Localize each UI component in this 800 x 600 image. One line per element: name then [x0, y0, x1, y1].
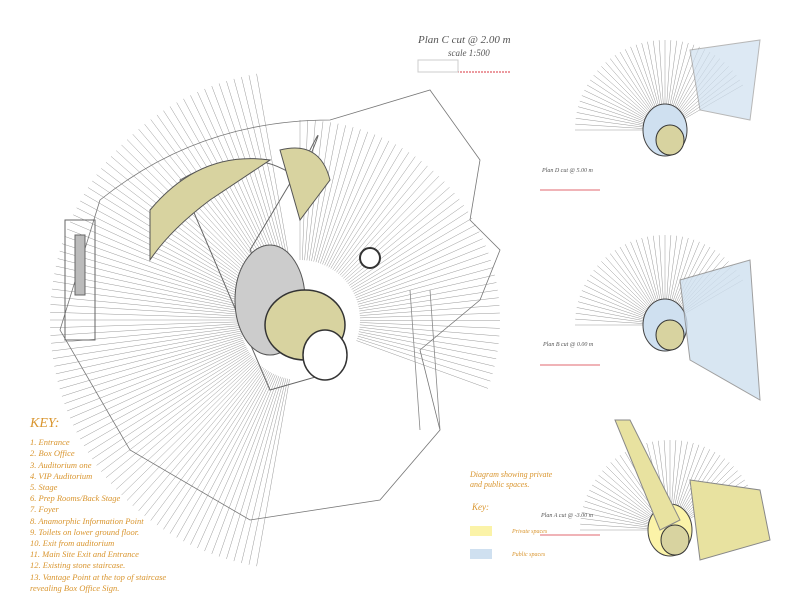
legend-private: Private spaces: [470, 526, 552, 537]
auditorium-shell: [149, 158, 272, 262]
plan-a-inner-pod: [660, 524, 690, 556]
key-item: 11. Main Site Exit and Entrance: [30, 549, 139, 560]
plan-a-private-arm: [614, 419, 681, 531]
main-plan-title: Plan C cut @ 2.00 m: [418, 34, 511, 46]
key-item: 3. Auditorium one: [30, 459, 92, 470]
main-plan-scale: scale 1:500: [448, 48, 490, 58]
space-diagram-legend: Diagram showing private and public space…: [470, 470, 552, 560]
legend-title-line2: and public spaces.: [470, 480, 530, 489]
key-item: 5. Stage: [30, 482, 58, 493]
key-item: 7. Foyer: [30, 504, 59, 515]
key-item: 2. Box Office: [30, 448, 75, 459]
key-item: 13. Vantage Point at the top of staircas…: [30, 571, 167, 582]
staircase: [64, 219, 96, 341]
plan-b-public-area: [679, 259, 761, 401]
private-label: Private spaces: [512, 529, 548, 535]
scale-detail: [417, 59, 459, 73]
plan-a-private-area: [689, 479, 771, 561]
key-item: 1. Entrance: [30, 437, 70, 448]
key-item: 9. Toilets on lower ground floor.: [30, 526, 140, 537]
legend-title-line1: Diagram showing private: [470, 470, 553, 479]
stair-treads: [74, 234, 86, 296]
plan-a-label: Plan A cut @ -3.00 m: [541, 513, 593, 519]
key-item: 6. Prep Rooms/Back Stage: [30, 493, 121, 504]
legend-public: Public spaces: [470, 549, 552, 560]
key-item: 8. Anamorphic Information Point: [30, 515, 144, 526]
legend-key-label: Key:: [472, 502, 489, 512]
key-item: revealing Box Office Sign.: [30, 582, 120, 593]
key-heading: KEY:: [30, 416, 60, 431]
plan-b-inner-pod: [655, 319, 685, 351]
key-item: 4. VIP Auditorium: [30, 470, 93, 481]
private-swatch: [470, 526, 492, 537]
key-item: 10. Exit from auditorium: [30, 538, 115, 549]
plan-d-inner-pod: [655, 124, 685, 156]
vip-pod: [302, 329, 348, 381]
plan-b-label: Plan B cut @ 0.00 m: [543, 342, 594, 348]
foyer-circle: [359, 247, 381, 269]
plan-d-public-area: [689, 39, 761, 121]
plan-d-label: Plan D cut @ 5.00 m: [542, 168, 593, 174]
public-label: Public spaces: [512, 552, 546, 558]
ramp-lines: [409, 289, 441, 431]
public-swatch: [470, 549, 492, 560]
key-item: 12. Existing stone staircase.: [30, 560, 126, 571]
shell-segment: [279, 147, 331, 222]
